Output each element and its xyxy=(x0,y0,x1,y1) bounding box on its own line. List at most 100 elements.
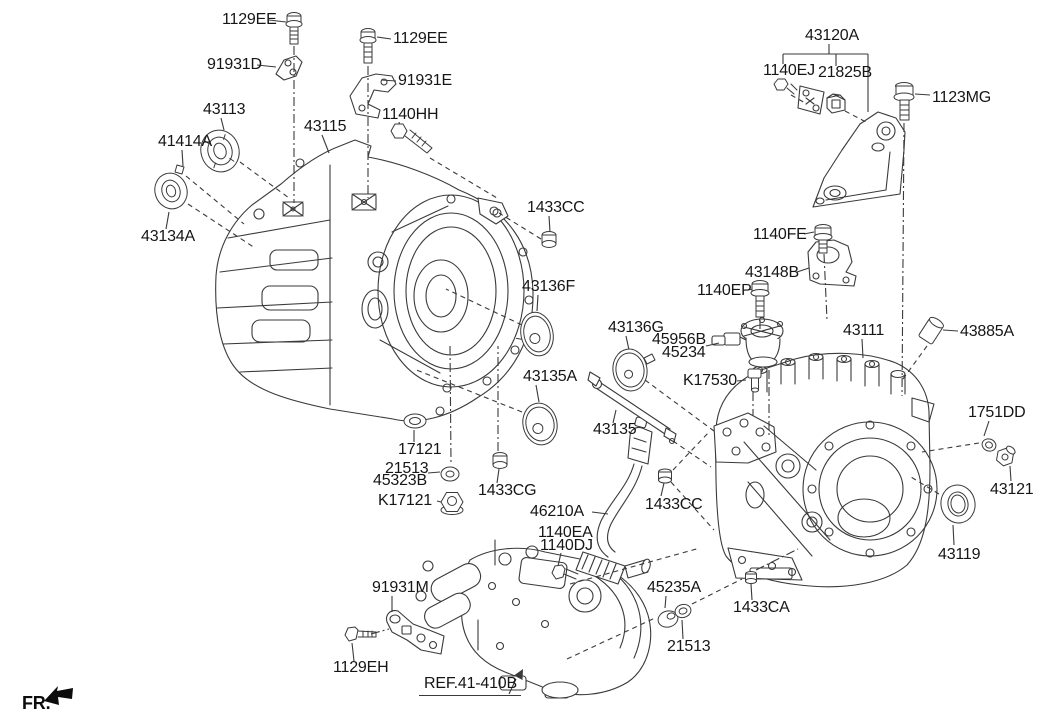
leader-line-1123mg xyxy=(914,93,931,96)
plug-1433cc-b xyxy=(658,468,672,484)
part-label-1433cg: 1433CG xyxy=(478,482,537,499)
leader-line-43136f xyxy=(536,294,539,312)
leader-line-43134a xyxy=(187,203,256,249)
clip-41414a xyxy=(174,164,185,175)
leader-line-43135a xyxy=(535,384,540,403)
oil-seal-43119 xyxy=(940,484,976,524)
part-label-1140hh: 1140HH xyxy=(382,106,439,123)
mount-bracket-43120a-drawing xyxy=(797,85,906,208)
part-label-1140ep: 1140EP xyxy=(697,282,752,299)
leader-line-43119 xyxy=(952,524,955,546)
part-label-43121: 43121 xyxy=(990,481,1034,498)
part-label-1433ca: 1433CA xyxy=(733,599,790,616)
leader-line-43115 xyxy=(321,134,330,154)
leader-line-21513-b xyxy=(681,619,684,640)
leader-line-45956b xyxy=(705,342,720,347)
leader-line-45235a xyxy=(664,595,667,609)
leader-line-1433cc-b xyxy=(672,431,710,471)
leader-line-21513-b xyxy=(691,578,743,605)
bolt-1140ej xyxy=(773,78,798,95)
leader-line-43113 xyxy=(239,161,290,199)
leader-line-45235a xyxy=(566,617,656,660)
leader-line-1140fe xyxy=(803,231,815,235)
leader-line-46210a xyxy=(591,511,609,515)
plug-43121 xyxy=(996,445,1016,467)
part-label-43113: 43113 xyxy=(203,101,246,118)
leader-line-1123mg xyxy=(901,122,905,397)
part-label-1140ej: 1140EJ xyxy=(763,62,815,79)
bracket-43148b-drawing xyxy=(807,239,857,287)
part-label-45235a: 45235A xyxy=(647,579,701,596)
leader-line-43885a xyxy=(902,345,928,380)
leader-line-41414a xyxy=(185,175,245,225)
leader-line-43135 xyxy=(672,440,712,468)
screw-1129ee-b xyxy=(359,28,377,64)
part-label-k17530: K17530 xyxy=(683,372,737,389)
washer-21513-a xyxy=(440,466,460,482)
leader-line-91931d xyxy=(256,64,277,68)
leader-line-43113 xyxy=(220,117,225,131)
leader-line-1433cg xyxy=(496,468,500,484)
leader-line-1140fe xyxy=(823,253,828,321)
part-label-46210a: 46210A xyxy=(530,503,584,520)
bearing-43113 xyxy=(200,129,240,173)
plug-1433cg xyxy=(492,452,508,469)
part-label-43111: 43111 xyxy=(843,322,885,339)
part-label-1433cc-b: 1433CC xyxy=(645,496,703,513)
leader-line-43148b xyxy=(796,267,810,273)
leader-line-45323b xyxy=(427,471,441,474)
bolt-1140dj xyxy=(551,564,579,580)
part-label-43120a: 43120A xyxy=(805,27,859,44)
leader-line-k17121 xyxy=(449,345,452,464)
leader-line-k17121 xyxy=(436,500,442,503)
bearing-43134a xyxy=(154,172,188,210)
leader-line-1433ca xyxy=(755,548,799,571)
leader-line-1433cc-b xyxy=(670,481,715,531)
part-label-ref-41-410b[interactable]: REF.41-410B xyxy=(419,676,521,696)
transaxle-case-43115-drawing xyxy=(215,139,534,422)
leader-line-43134a xyxy=(165,211,170,230)
part-label-43135: 43135 xyxy=(593,421,637,438)
washer-21513-b xyxy=(674,603,692,619)
bracket-91931d-drawing xyxy=(275,55,303,81)
washer-1751dd xyxy=(981,438,997,452)
part-label-91931e: 91931E xyxy=(398,72,452,89)
part-label-1140dj: 1140DJ xyxy=(540,537,593,554)
part-label-k17121: K17121 xyxy=(378,492,432,509)
leader-line-1751dd xyxy=(921,442,980,453)
part-label-1129ee-a: 1129EE xyxy=(222,11,277,28)
part-label-1129ee-b: 1129EE xyxy=(393,30,448,47)
part-label-43136f: 43136F xyxy=(522,278,576,295)
leader-line-43121 xyxy=(1009,465,1012,482)
part-label-43119: 43119 xyxy=(938,546,981,563)
leader-line-1129eh xyxy=(370,628,390,635)
cover-43135a xyxy=(522,402,558,446)
leader-line-1751dd xyxy=(983,420,990,437)
leader-line-41414a xyxy=(181,149,184,167)
part-label-1123mg: 1123MG xyxy=(932,89,991,106)
leader-line-1129ee-b xyxy=(376,36,392,40)
leader-line-91931e xyxy=(380,79,397,82)
leader-line-1140dj xyxy=(557,552,562,567)
part-label-91931d: 91931D xyxy=(207,56,262,73)
leader-line-43885a xyxy=(942,329,959,332)
bolt-1140fe xyxy=(813,224,833,254)
screw-1129ee-a xyxy=(285,12,303,45)
part-label-43135a: 43135A xyxy=(523,368,577,385)
part-label-41414a: 41414A xyxy=(158,133,212,150)
part-label-21513-b: 21513 xyxy=(667,638,711,655)
leader-line-43135 xyxy=(612,409,617,424)
part-label-45234: 45234 xyxy=(662,344,706,361)
leader-line-43135a xyxy=(413,368,523,413)
leader-line-46210a xyxy=(569,547,701,585)
part-label-43134a: 43134A xyxy=(141,228,195,245)
part-label-43885a: 43885A xyxy=(960,323,1014,340)
leader-line-1140hh xyxy=(429,157,498,199)
leader-line-1433cc-a xyxy=(548,215,551,233)
part-label-1751dd: 1751DD xyxy=(968,404,1026,421)
part-label-1433cc-a: 1433CC xyxy=(527,199,585,216)
transaxle-case-43111-drawing xyxy=(713,352,938,588)
part-label-21825b: 21825B xyxy=(818,64,872,81)
